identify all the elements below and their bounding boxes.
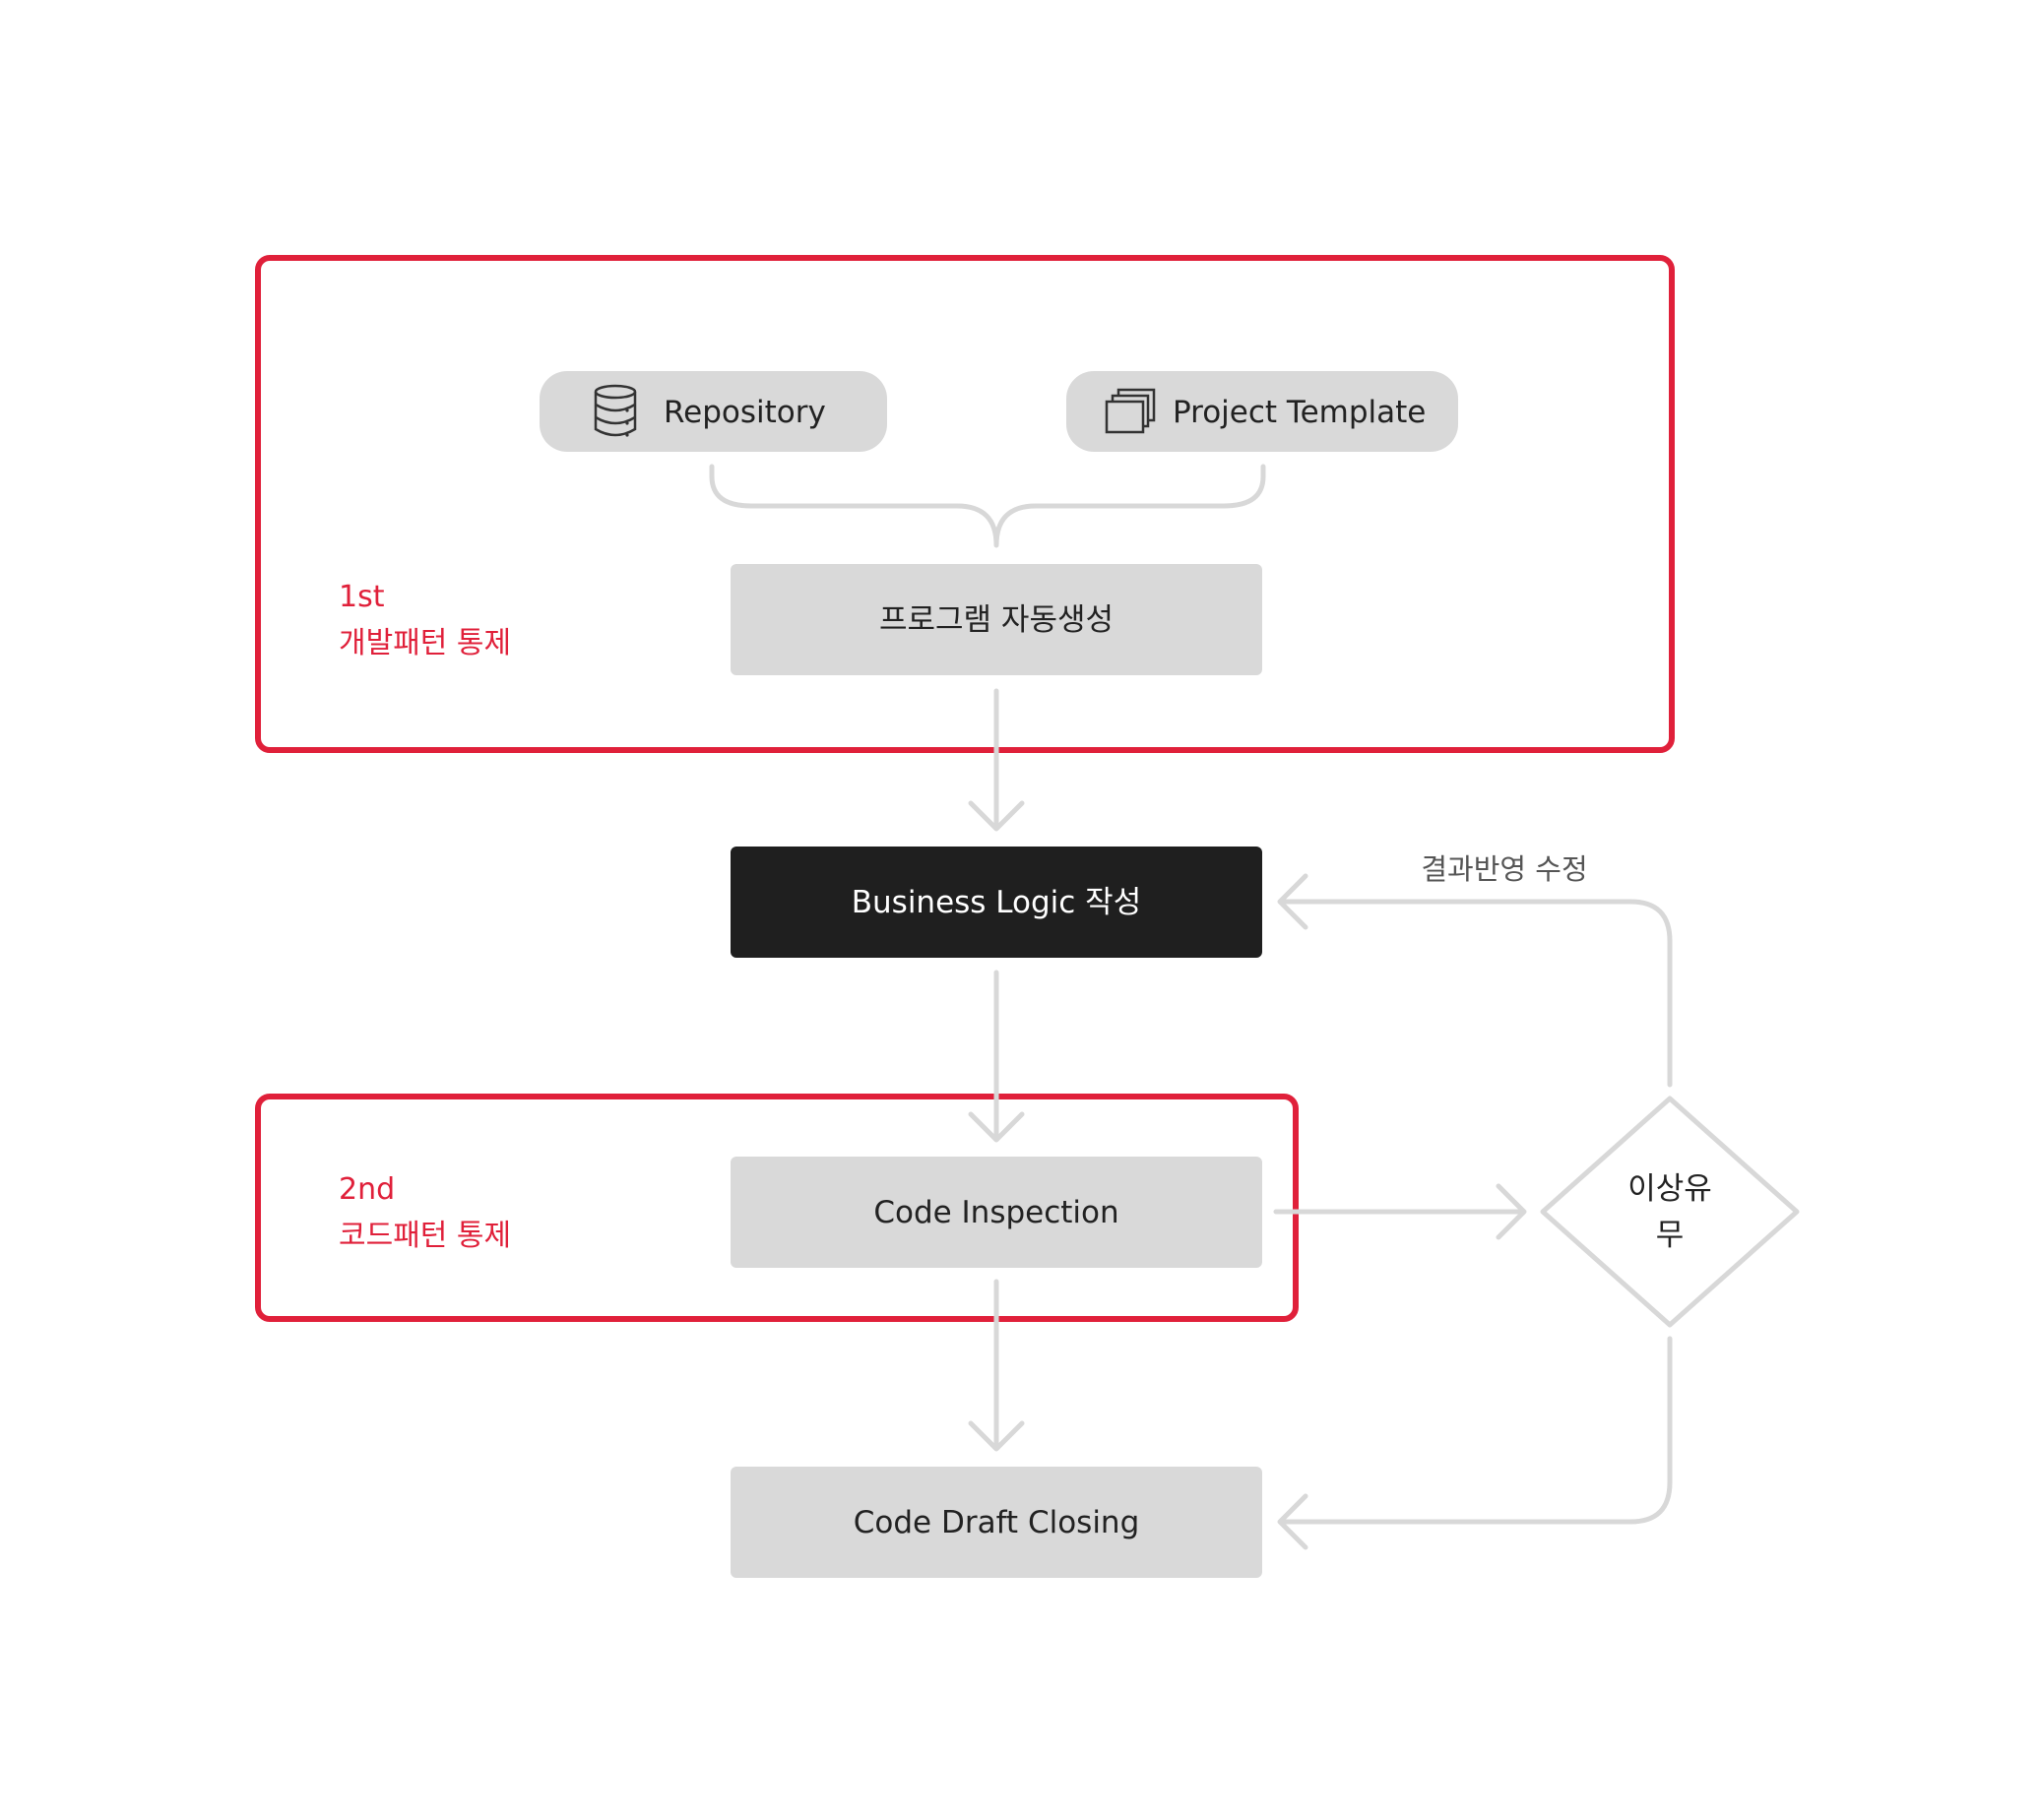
database-icon (594, 384, 637, 437)
stacked-windows-icon (1105, 388, 1156, 434)
arrow-decision-to-closing (1277, 1336, 1673, 1550)
business-logic-node: Business Logic 작성 (731, 847, 1262, 958)
project-template-node: Project Template (1066, 371, 1458, 452)
group-label-1st-line2: 개발패턴 통제 (339, 626, 511, 660)
arrow-logic-to-inspection (968, 970, 1025, 1143)
project-template-label: Project Template (1173, 395, 1426, 430)
group-label-2nd-line2: 코드패턴 통제 (339, 1219, 511, 1253)
decision-label-line2: 무 (1656, 1218, 1685, 1253)
code-draft-closing-node: Code Draft Closing (731, 1467, 1262, 1578)
business-logic-label: Business Logic 작성 (852, 885, 1141, 920)
arrow-autogen-to-logic (968, 688, 1025, 832)
auto-generate-label: 프로그램 자동생성 (879, 602, 1114, 638)
repository-node: Repository (540, 371, 887, 452)
repository-label: Repository (664, 395, 826, 430)
arrow-decision-to-logic (1277, 873, 1673, 1088)
feedback-edge-label: 결과반영 수정 (1421, 852, 1587, 886)
code-inspection-node: Code Inspection (731, 1157, 1262, 1268)
arrow-inspection-to-closing (968, 1279, 1025, 1452)
brace-connector (709, 464, 1266, 548)
code-inspection-label: Code Inspection (873, 1195, 1118, 1230)
code-draft-closing-label: Code Draft Closing (854, 1505, 1140, 1540)
decision-label-line1: 이상유 (1627, 1171, 1712, 1207)
group-label-2nd-line1: 2nd (339, 1172, 395, 1207)
group-frame-2nd (255, 1094, 1299, 1322)
arrow-inspection-to-decision (1273, 1183, 1527, 1240)
group-label-1st-line1: 1st (339, 580, 385, 614)
group-frame-1st (255, 255, 1675, 753)
auto-generate-node: 프로그램 자동생성 (731, 564, 1262, 675)
decision-node: 이상유 무 (1540, 1096, 1800, 1328)
